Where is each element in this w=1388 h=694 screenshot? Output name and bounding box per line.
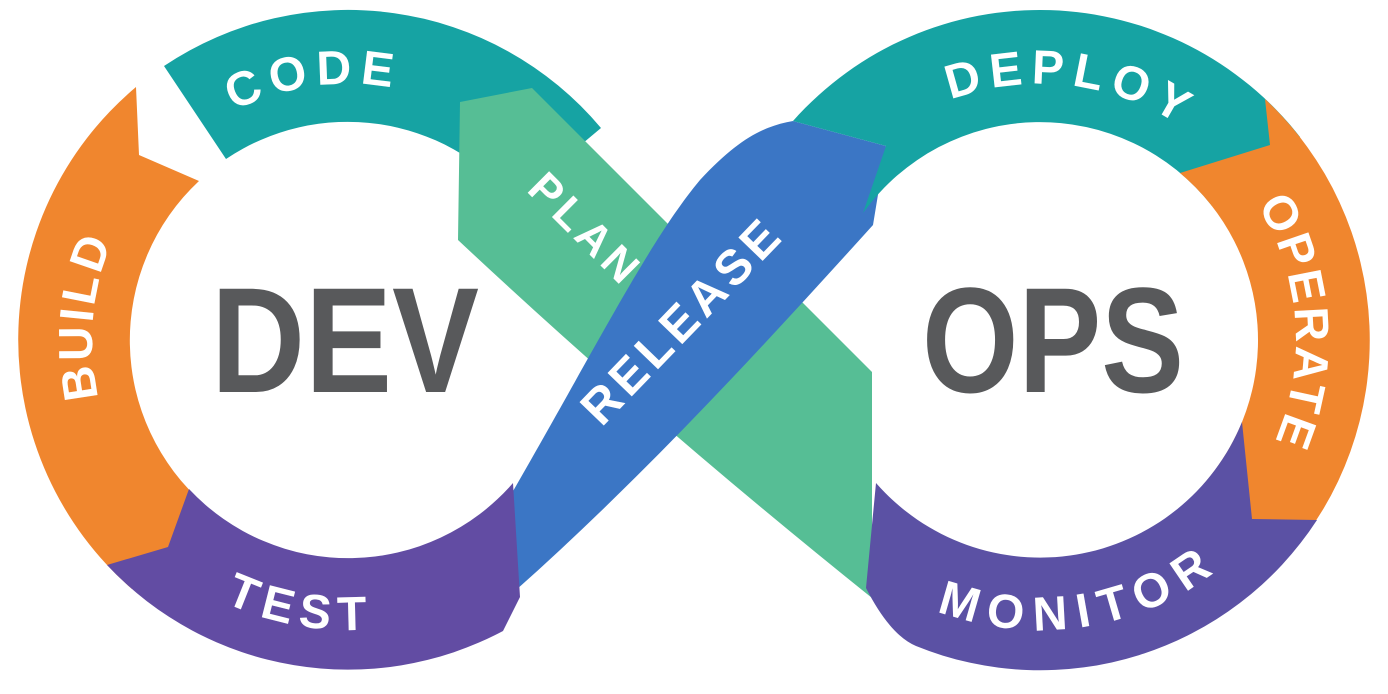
segment-deploy-arc (793, 10, 1300, 214)
segment-test-arc (107, 483, 520, 670)
segment-operate-arc (1180, 99, 1370, 561)
segment-build-arc (18, 87, 206, 589)
dev-label: DEV (211, 256, 479, 424)
segment-monitor-arc (866, 422, 1317, 671)
segment-release-ribbon (508, 121, 886, 590)
ops-label: OPS (922, 256, 1184, 424)
